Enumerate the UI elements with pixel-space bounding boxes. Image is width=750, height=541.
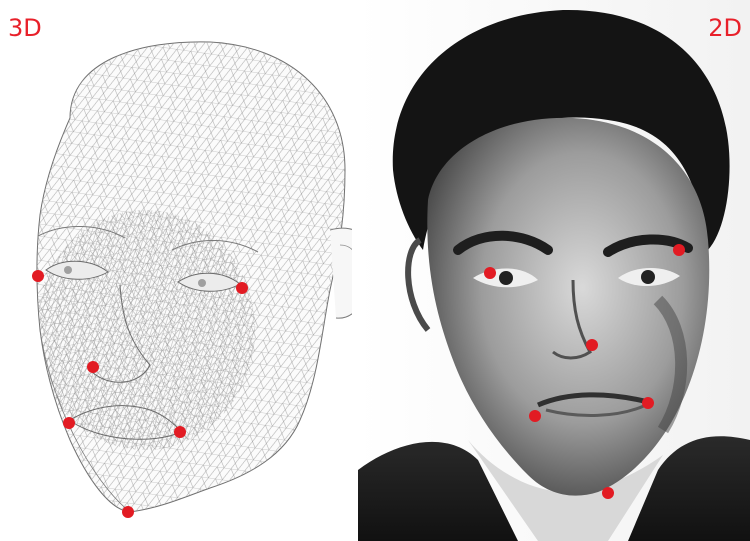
head-mesh xyxy=(0,0,352,541)
landmark-3d-right-eye-corner xyxy=(32,270,44,282)
label-2d: 2D xyxy=(708,14,742,42)
panel-3d: 3D xyxy=(0,0,352,541)
landmark-3d-mouth-corner-right xyxy=(63,417,75,429)
portrait-photo xyxy=(358,0,750,541)
landmark-3d-nose-tip xyxy=(87,361,99,373)
landmark-2d-mouth-corner-left xyxy=(642,397,654,409)
wireframe-head-illustration xyxy=(0,0,352,541)
label-3d: 3D xyxy=(8,14,42,42)
panel-2d: 2D xyxy=(358,0,750,541)
landmark-2d-right-eye-corner xyxy=(484,267,496,279)
landmark-3d-chin xyxy=(122,506,134,518)
landmark-2d-left-eye-corner xyxy=(673,244,685,256)
landmark-2d-mouth-corner-right xyxy=(529,410,541,422)
landmark-3d-left-eye-corner xyxy=(236,282,248,294)
landmark-3d-mouth-corner-left xyxy=(174,426,186,438)
landmark-2d-nose-tip xyxy=(586,339,598,351)
landmark-2d-chin xyxy=(602,487,614,499)
